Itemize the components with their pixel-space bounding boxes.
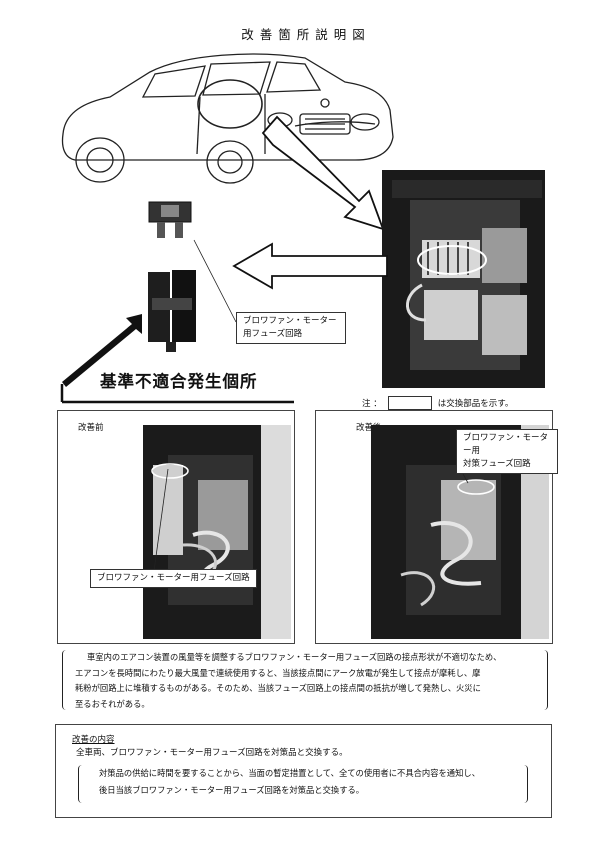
after-panel: 改善後 ブロワファン・モーター用 対策フューズ回路 xyxy=(315,410,558,644)
fuse-circuit-label: ブロワファン・モーター 用フューズ回路 xyxy=(236,312,346,344)
description-line2: エアコンを長時間にわたり最大風量で連続使用すると、当該接点間にアーク放電が発生し… xyxy=(75,667,481,678)
before-label: 改善前 xyxy=(78,423,104,433)
after-label: 改善後 xyxy=(356,423,382,433)
defect-arrow xyxy=(60,314,294,404)
before-callout: ブロワファン・モーター用フューズ回路 xyxy=(90,569,257,588)
label-leader-line xyxy=(193,239,237,323)
after-callout-line1: ブロワファン・モーター用 xyxy=(463,433,549,456)
description-line3: 耗粉が回路上に堆積するものがある。そのため、当該フューズ回路上の接点間の抵抗が増… xyxy=(75,683,481,693)
improvement-text: 全車両、ブロワファン・モーター用フューズ回路を対策品と交換する。 xyxy=(76,748,348,758)
before-leader-line xyxy=(153,468,169,572)
page-title: 改善箇所説明図 xyxy=(241,27,371,42)
fuse-label-line2: 用フューズ回路 xyxy=(243,329,303,339)
improvement-box: 改善の内容 全車両、ブロワファン・モーター用フューズ回路を対策品と交換する。 対… xyxy=(55,724,552,818)
before-panel: 改善前 ブロワファン・モーター用フューズ回路 xyxy=(57,410,295,644)
fuse-label-line1: ブロワファン・モーター xyxy=(243,316,337,326)
arrow-car-to-photo xyxy=(261,115,385,231)
legend: 注 ： は交換部品を示す。 xyxy=(362,396,513,410)
after-callout: ブロワファン・モーター用 対策フューズ回路 xyxy=(456,429,558,474)
fuse-part-image xyxy=(148,201,192,238)
fuse-box-photo xyxy=(382,170,545,388)
improvement-heading: 改善の内容 xyxy=(72,735,115,745)
description-line4: 至るおそれがある。 xyxy=(75,698,150,709)
legend-prefix: 注 ： xyxy=(362,399,382,409)
after-callout-line2: 対策フューズ回路 xyxy=(463,459,531,469)
before-photo xyxy=(143,425,291,639)
description-line1: 車室内のエアコン装置の風量等を調整するブロワファン・モーター用フューズ回路の接点… xyxy=(87,652,502,662)
car-illustration xyxy=(61,53,394,184)
fuse-circuit-part-image xyxy=(148,270,196,352)
defect-description: 車室内のエアコン装置の風量等を調整するブロワファン・モーター用フューズ回路の接点… xyxy=(62,650,548,710)
legend-suffix: は交換部品を示す。 xyxy=(437,399,514,409)
improvement-note-line1: 対策品の供給に時間を要することから、当面の暫定措置として、全ての使用者に不具合内… xyxy=(99,768,480,778)
arrow-photo-to-part xyxy=(232,242,388,290)
improvement-note: 対策品の供給に時間を要することから、当面の暫定措置として、全ての使用者に不具合内… xyxy=(78,765,528,803)
improvement-note-line2: 後日当該ブロワファン・モーター用フューズ回路を対策品と交換する。 xyxy=(99,785,365,795)
legend-swatch xyxy=(387,396,432,410)
defect-heading: 基準不適合発生個所 xyxy=(100,372,258,391)
